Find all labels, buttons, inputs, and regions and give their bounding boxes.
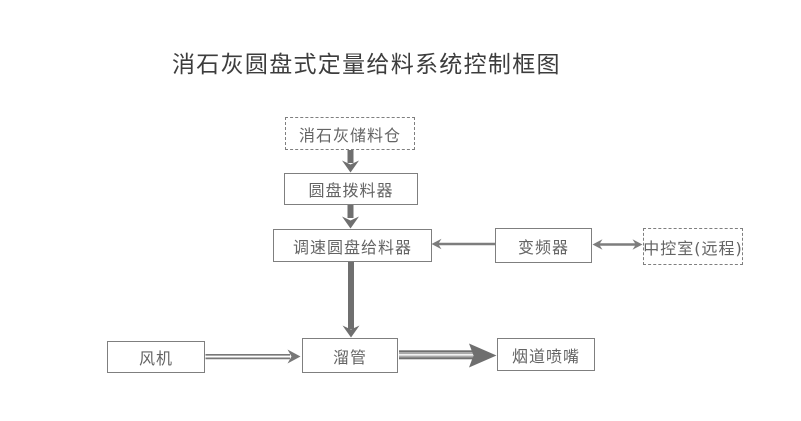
node-vfd: 变频器 — [495, 228, 592, 263]
node-disc-puller: 圆盘拨料器 — [284, 173, 418, 205]
node-flue-nozzle-label: 烟道喷嘴 — [511, 346, 580, 366]
node-chute: 溜管 — [302, 338, 398, 373]
arrow-storage-to-puller-icon — [342, 150, 359, 173]
arrow-vfd-to-feeder-icon — [431, 238, 495, 250]
node-vfd-label: 变频器 — [517, 237, 569, 257]
node-storage-bin-label: 消石灰储料仓 — [298, 125, 401, 145]
node-control-room-label: 中控室(远程) — [643, 238, 743, 258]
node-storage-bin: 消石灰储料仓 — [285, 117, 415, 150]
arrow-fan-to-chute-icon — [205, 349, 301, 364]
node-flue-nozzle: 烟道喷嘴 — [497, 338, 595, 371]
node-chute-label: 溜管 — [332, 347, 367, 367]
node-speed-feeder: 调速圆盘给料器 — [273, 229, 432, 262]
node-fan: 风机 — [107, 341, 205, 373]
diagram-title: 消石灰圆盘式定量给料系统控制框图 — [172, 52, 561, 78]
node-control-room: 中控室(远程) — [643, 228, 743, 265]
node-speed-feeder-label: 调速圆盘给料器 — [292, 237, 412, 257]
node-fan-label: 风机 — [138, 349, 173, 368]
arrow-vfd-control-doublehead-icon — [592, 239, 643, 250]
arrow-puller-to-feeder-icon — [342, 205, 359, 229]
arrow-feeder-to-chute-icon — [342, 262, 360, 338]
arrow-chute-to-nozzle-icon — [399, 343, 497, 368]
node-disc-puller-label: 圆盘拨料器 — [308, 181, 394, 200]
